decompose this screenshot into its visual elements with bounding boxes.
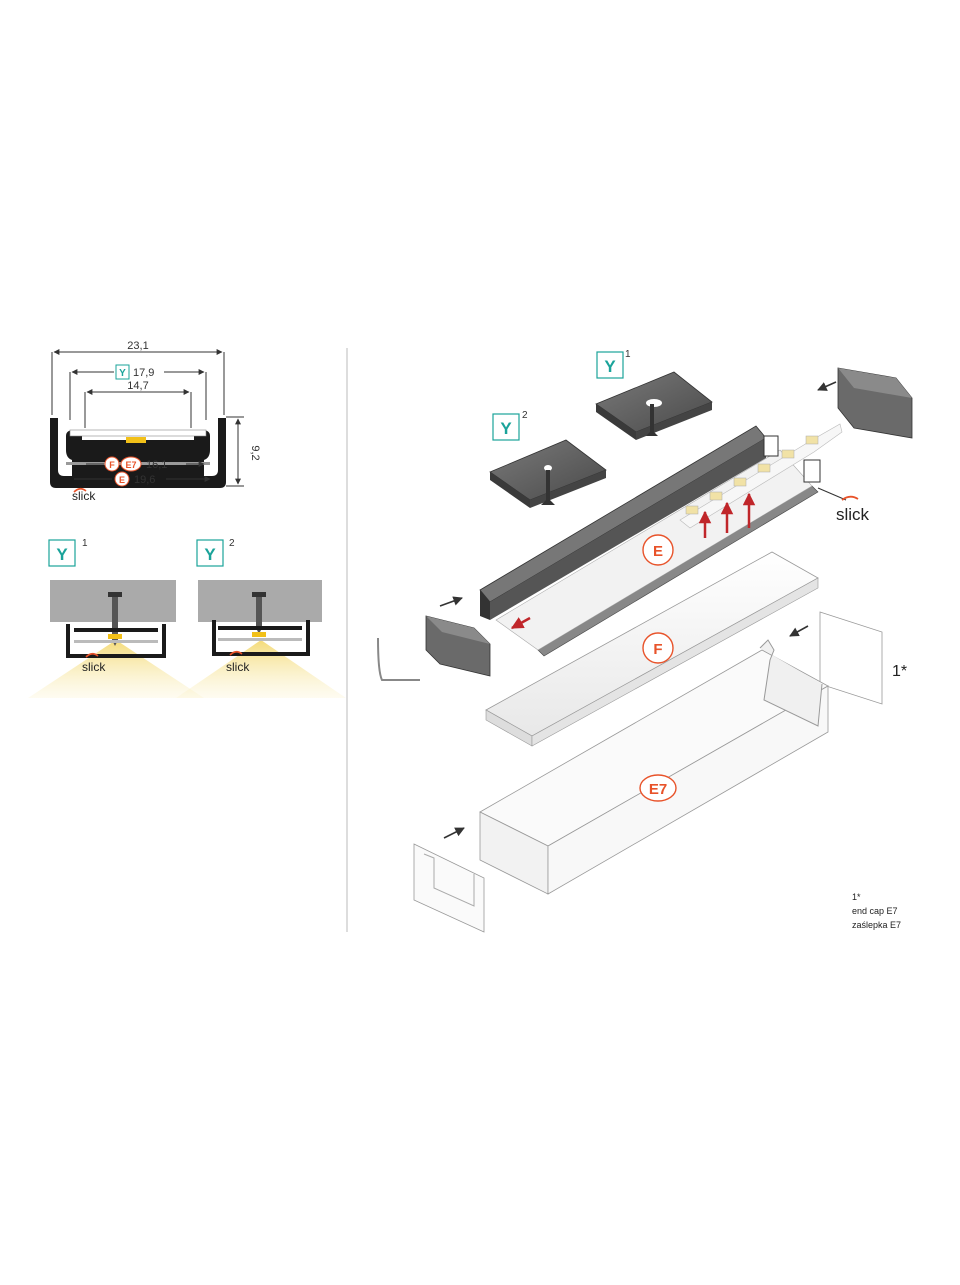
label-f-circle <box>642 632 674 664</box>
y2-badge: Y <box>204 545 216 564</box>
end-cap-left <box>377 596 491 681</box>
label-e7-circle <box>639 774 677 802</box>
end-cap-e7-right: 1* <box>789 611 907 705</box>
label-e: E <box>653 543 663 560</box>
dim-width-total: 23,1 <box>127 340 148 352</box>
clip-y1-superscript: 1 <box>625 349 631 360</box>
dim-width-y: 17,9 <box>133 367 154 379</box>
dim-width-e: 19,6 <box>134 474 155 486</box>
end-cap-e7-left <box>413 827 485 933</box>
slick-logo-y2: slick <box>226 660 250 674</box>
footnote: 1* end cap E7 zaślepka E7 <box>852 892 901 930</box>
cross-section: 23,1 Y 17,9 14,7 9,2 F E7 16,1 E 19,6 <box>50 340 261 503</box>
label-e7-small: E7 <box>125 460 136 470</box>
y-badge-small <box>115 364 130 380</box>
arrow-end-cap-e7 <box>789 625 809 637</box>
slick-logo-y1: slick <box>82 660 106 674</box>
arrow-end-cap-left <box>439 596 463 607</box>
insertion-arrows <box>510 492 756 630</box>
slick-logo-strip: slick <box>836 505 870 524</box>
dim-height: 9,2 <box>249 445 261 460</box>
end-cap-top <box>817 367 913 439</box>
label-e7: E7 <box>649 781 667 798</box>
led-strip: slick <box>679 423 870 529</box>
mounting-clip-y1: Y 1 <box>595 349 713 440</box>
mounting-clip-y2: Y 2 <box>489 410 607 508</box>
y-badge-small-text: Y <box>119 368 126 379</box>
footnote-marker: 1* <box>852 892 861 902</box>
dim-width-inner: 14,7 <box>127 380 148 392</box>
label-e-circle <box>642 534 674 566</box>
y1-badge: Y <box>56 545 68 564</box>
profile-e7 <box>479 639 829 895</box>
mount-variant-y1: Y 1 slick <box>28 538 204 698</box>
one-star-label: 1* <box>892 663 907 680</box>
led-chip <box>126 437 146 443</box>
mount-variant-y2: Y 2 slick <box>176 538 346 698</box>
clip-y2-superscript: 2 <box>522 410 528 421</box>
arrow-end-cap-top <box>817 381 837 391</box>
y2-superscript: 2 <box>229 538 235 549</box>
y1-superscript: 1 <box>82 538 88 549</box>
label-f-small: F <box>109 460 115 470</box>
footnote-line1: end cap E7 <box>852 906 898 916</box>
dim-width-fe7: 16,1 <box>146 459 167 471</box>
footnote-line2: zaślepka E7 <box>852 920 901 930</box>
slick-logo-section: slick <box>72 489 96 503</box>
clip-y2-badge: Y <box>500 419 512 438</box>
profile-section <box>50 418 226 488</box>
label-f: F <box>653 641 662 658</box>
clip-y1-badge: Y <box>604 357 616 376</box>
arrow-end-cap-e7-left <box>443 827 465 839</box>
label-e-small: E <box>119 475 125 485</box>
